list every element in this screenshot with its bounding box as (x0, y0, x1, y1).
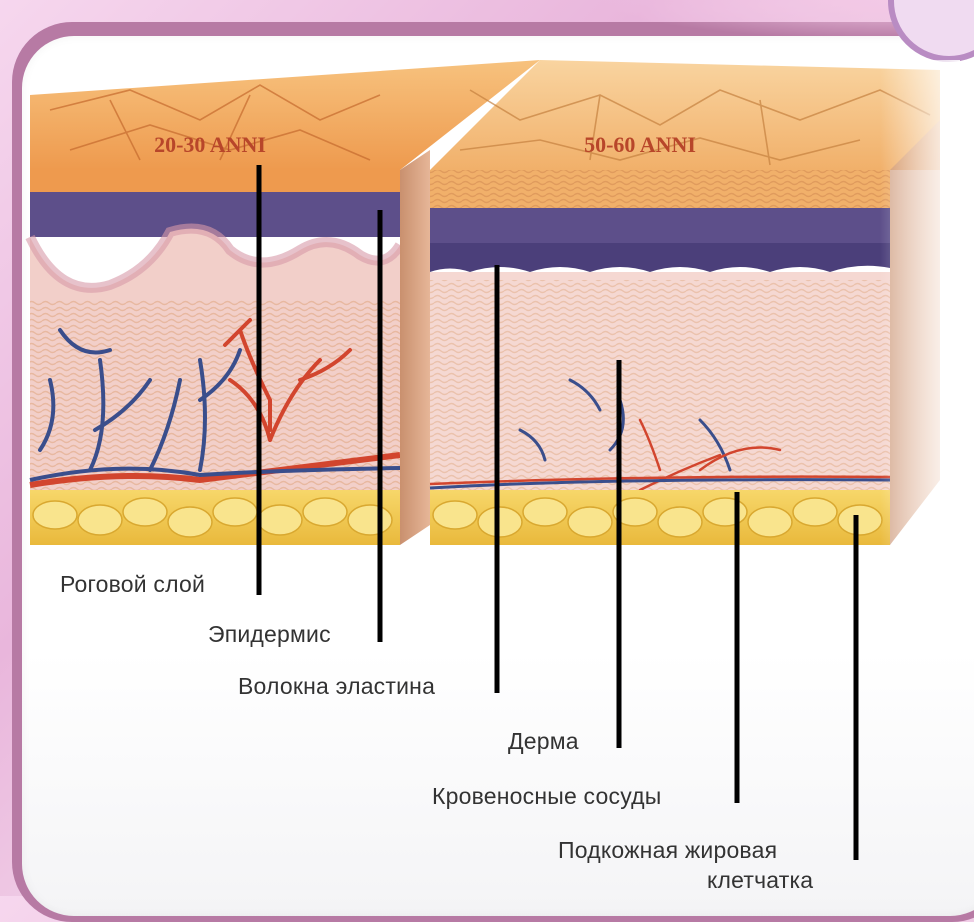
label-elastin-fibers: Волокна эластина (238, 672, 435, 700)
label-dermis: Дерма (508, 727, 579, 755)
label-stratum-corneum: Роговой слой (60, 570, 205, 598)
young-skin-block (30, 150, 430, 545)
young-age-label: 20-30 ANNI (154, 132, 266, 157)
skin-diagram: 20-30 ANNI 50-60 ANNI (0, 0, 974, 896)
label-blood-vessels: Кровеносные сосуды (432, 782, 661, 810)
label-subcutaneous-fat-2: клетчатка (707, 866, 813, 894)
label-epidermis: Эпидермис (208, 620, 331, 648)
old-age-label: 50-60 ANNI (584, 132, 696, 157)
label-subcutaneous-fat-1: Подкожная жировая (558, 836, 777, 864)
